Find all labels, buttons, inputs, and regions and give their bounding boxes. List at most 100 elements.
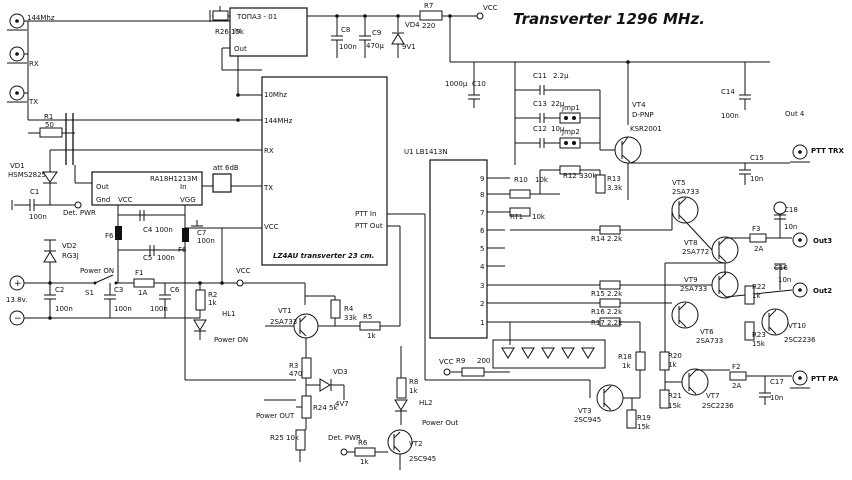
svg-text:22μ: 22μ	[551, 100, 565, 108]
svg-text:10n: 10n	[750, 175, 763, 183]
svg-text:1k: 1k	[752, 292, 761, 300]
svg-text:3: 3	[480, 282, 484, 290]
svg-text:2: 2	[480, 300, 484, 308]
svg-text:470: 470	[289, 370, 302, 378]
resistor-r22: R22 1k	[744, 283, 766, 305]
svg-text:VD1: VD1	[10, 162, 25, 170]
svg-text:VD4: VD4	[405, 21, 420, 29]
connector-144mhz: 144Mhz	[7, 13, 238, 31]
module-lz4au	[261, 76, 388, 266]
svg-text:C8: C8	[341, 26, 350, 34]
thermistor-rt1: RT1 10k	[509, 207, 546, 221]
led-hl2: HL2 Power Out	[394, 399, 458, 427]
svg-text:Power ON: Power ON	[80, 267, 114, 275]
svg-text:100n: 100n	[114, 305, 132, 313]
transistor-vt4: VT4 D-PNP KSR2001	[614, 101, 662, 164]
svg-text:VT3: VT3	[578, 407, 592, 415]
svg-text:PTT PA: PTT PA	[811, 375, 839, 383]
capacitor-c12: C12 10μ	[515, 125, 565, 148]
diagram-title: Transverter 1296 MHz.	[513, 10, 705, 28]
jumper-jmp1: Jmp1	[544, 104, 600, 124]
svg-text:R7: R7	[424, 2, 433, 10]
svg-text:10n: 10n	[770, 394, 783, 402]
svg-text:10k: 10k	[535, 176, 549, 184]
svg-text:2A: 2A	[754, 245, 763, 253]
resistor-r19: R19 15k	[626, 398, 651, 431]
zener-vd4: VD4 9V1	[391, 14, 420, 58]
svg-text:R3: R3	[289, 362, 298, 370]
svg-text:1k: 1k	[360, 458, 369, 466]
resistor-r25: R25 10k	[270, 429, 306, 462]
resistor-r6: Det. PWR R6 1k	[328, 434, 388, 466]
led-hl1: HL1 Power ON	[193, 310, 248, 344]
resistor-r9: VCC R9 200	[439, 357, 510, 377]
svg-text:R18: R18	[618, 353, 632, 361]
svg-text:RX: RX	[264, 147, 274, 155]
svg-text:C10: C10	[472, 80, 486, 88]
svg-text:2SC2236: 2SC2236	[784, 336, 816, 344]
svg-text:Jmp2: Jmp2	[561, 128, 580, 136]
svg-text:C17: C17	[770, 378, 784, 386]
svg-text:10n: 10n	[778, 276, 791, 284]
svg-text:10Mhz: 10Mhz	[264, 91, 287, 99]
svg-text:VT2: VT2	[409, 440, 423, 448]
resistor-r2: R2 1k	[195, 289, 217, 318]
capacitor-c3: C3 100n	[104, 283, 132, 318]
svg-text:4V7: 4V7	[335, 400, 349, 408]
svg-text:2A: 2A	[732, 382, 741, 390]
svg-text:15k: 15k	[637, 423, 651, 431]
svg-text:10k: 10k	[532, 213, 546, 221]
svg-text:144Mhz: 144Mhz	[27, 14, 55, 22]
svg-text:2SA733: 2SA733	[696, 337, 723, 345]
fuse-f1: F1 1A	[133, 269, 240, 297]
svg-text:1k: 1k	[668, 361, 677, 369]
svg-text:LZ4AU transverter 23 cm.: LZ4AU transverter 23 cm.	[273, 252, 374, 260]
resistor-r5: R5 1k	[318, 313, 400, 340]
svg-text:PTT In: PTT In	[355, 210, 376, 218]
svg-text:R16 2.2k: R16 2.2k	[591, 308, 623, 316]
svg-text:R22: R22	[752, 283, 766, 291]
svg-text:9: 9	[480, 175, 484, 183]
svg-text:PTT Out: PTT Out	[355, 222, 383, 230]
capacitor-c17: C17 10n	[759, 376, 784, 405]
svg-text:R25 10k: R25 10k	[270, 434, 300, 442]
svg-text:Power Out: Power Out	[422, 419, 458, 427]
resistor-r17: R17 2.2k	[510, 317, 640, 327]
capacitor-c1: C1 100n Det. PWR	[11, 188, 96, 221]
potentiometer-r26: R26 15k	[209, 6, 245, 36]
capacitor-c5: C5 100n	[118, 245, 185, 262]
svg-text:VCC: VCC	[439, 358, 454, 366]
svg-text:200: 200	[477, 357, 490, 365]
svg-text:R26 15k: R26 15k	[215, 28, 245, 36]
connector-ptt-pa: PTT PA	[790, 370, 839, 389]
svg-text:VCC: VCC	[483, 4, 498, 12]
svg-text:2SC945: 2SC945	[574, 416, 601, 424]
svg-text:4: 4	[480, 263, 485, 271]
svg-text:7: 7	[480, 209, 484, 217]
svg-text:R21: R21	[668, 392, 682, 400]
svg-text:100n: 100n	[157, 254, 175, 262]
svg-text:R23: R23	[752, 331, 766, 339]
svg-text:TX: TX	[263, 184, 273, 192]
svg-text:VT10: VT10	[788, 322, 806, 330]
svg-text:C14: C14	[721, 88, 735, 96]
svg-text:C7: C7	[197, 229, 206, 237]
svg-text:1k: 1k	[367, 332, 376, 340]
svg-text:Power OUT: Power OUT	[256, 412, 295, 420]
capacitor-c16: C16 10n	[774, 263, 791, 290]
capacitor-c18: C18 10n	[774, 206, 798, 238]
svg-text:R9: R9	[456, 357, 465, 365]
resistor-r14: R14 2.2k	[510, 210, 673, 243]
capacitor-c15: C15 10n	[739, 154, 764, 185]
svg-text:HL1: HL1	[222, 310, 236, 318]
svg-text:1k: 1k	[409, 387, 418, 395]
svg-text:10n: 10n	[784, 223, 797, 231]
diode-vd2: VD2 RG3J	[43, 239, 79, 285]
svg-text:R15 2.2k: R15 2.2k	[591, 290, 623, 298]
svg-text:6: 6	[480, 227, 485, 235]
svg-text:15k: 15k	[752, 340, 766, 348]
svg-text:C4: C4	[143, 226, 153, 234]
svg-text:Jmp1: Jmp1	[561, 104, 580, 112]
svg-text:VCC: VCC	[264, 223, 279, 231]
